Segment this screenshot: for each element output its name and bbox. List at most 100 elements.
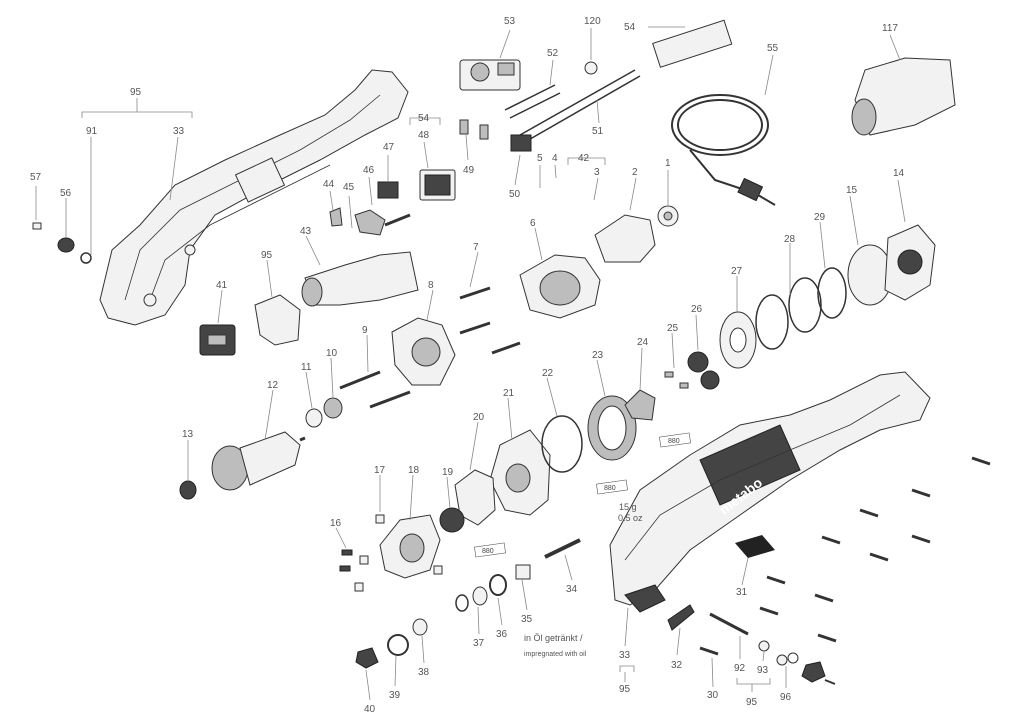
- upper-left-small-parts: [32, 222, 92, 264]
- annotations: 15 g 0.5 oz in Öl getränkt / impregnated…: [524, 502, 643, 658]
- label-18: 18: [408, 465, 420, 476]
- stator-6: [519, 254, 601, 319]
- label-28: 28: [784, 234, 796, 245]
- pins-25: [664, 371, 689, 389]
- label-33-bottom: 33: [619, 650, 631, 661]
- plate-31: [735, 535, 775, 558]
- bearing-13: [179, 480, 197, 500]
- label-14: 14: [893, 168, 905, 179]
- small-fasteners: [339, 514, 443, 592]
- spindle-24: [624, 389, 656, 421]
- label-26: 26: [691, 304, 703, 315]
- brush-holder-2: [594, 214, 656, 263]
- label-42: 42: [578, 153, 590, 164]
- part-41-block: [199, 324, 236, 356]
- label-33-top: 33: [173, 126, 185, 137]
- grease-code-2: 880: [668, 438, 680, 445]
- screws-bottom-right: [699, 456, 991, 685]
- switch-parts: [329, 119, 489, 236]
- discs-27-28-29: [719, 267, 847, 369]
- label-23: 23: [592, 350, 604, 361]
- grease-markers: 880 880 880: [474, 432, 691, 558]
- label-49: 49: [463, 165, 475, 176]
- spindle-parts-35-38: [355, 564, 531, 669]
- label-17: 17: [374, 465, 386, 476]
- label-96: 96: [780, 692, 792, 703]
- label-12: 12: [267, 380, 279, 391]
- label-34: 34: [566, 584, 578, 595]
- label-6: 6: [530, 218, 536, 229]
- part-95-bracket: [254, 294, 301, 346]
- label-25: 25: [667, 323, 679, 334]
- screws-7-9: [339, 286, 521, 409]
- label-91: 91: [86, 126, 98, 137]
- label-57: 57: [30, 172, 42, 183]
- bearing-1: [657, 205, 679, 227]
- part-labels: 57 56 91 95 33 44 45 46 47 48 54 49 53 5…: [30, 16, 905, 715]
- label-3: 3: [594, 167, 600, 178]
- label-51: 51: [592, 126, 604, 137]
- gears-26: [687, 351, 720, 390]
- label-95-bottom-left: 95: [619, 684, 631, 695]
- wedge-32: [667, 604, 695, 631]
- label-117: 117: [882, 23, 898, 34]
- label-24: 24: [637, 337, 649, 348]
- label-95-top: 95: [130, 87, 142, 98]
- label-92: 92: [734, 663, 746, 674]
- label-45: 45: [343, 182, 355, 193]
- label-29: 29: [814, 212, 826, 223]
- gear-housing-21: [489, 429, 551, 516]
- label-40: 40: [364, 704, 376, 715]
- label-9: 9: [362, 325, 368, 336]
- label-4: 4: [552, 153, 558, 164]
- label-38: 38: [418, 667, 430, 678]
- label-53: 53: [504, 16, 516, 27]
- label-39: 39: [389, 690, 401, 701]
- oil-note-en: impregnated with oil: [524, 651, 587, 658]
- battery-pack: [652, 19, 733, 68]
- label-56: 56: [60, 188, 72, 199]
- pinion-19: [439, 507, 465, 533]
- leader-lines: [35, 26, 906, 701]
- grease-amount: 15 g: [619, 502, 637, 512]
- label-36: 36: [496, 629, 508, 640]
- label-47: 47: [383, 142, 395, 153]
- label-15: 15: [846, 185, 858, 196]
- label-21: 21: [503, 388, 515, 399]
- label-22: 22: [542, 368, 554, 379]
- wire-leads: [504, 69, 641, 143]
- grip-sleeve-43: [301, 251, 419, 307]
- o-rings-22-23: [541, 395, 637, 473]
- flange-14-15: [847, 224, 936, 306]
- label-35: 35: [521, 614, 533, 625]
- label-2: 2: [632, 167, 638, 178]
- shaft-34: [544, 538, 581, 559]
- bearings-10-11: [305, 397, 343, 428]
- label-32: 32: [671, 660, 683, 671]
- label-50: 50: [509, 189, 521, 200]
- label-43: 43: [300, 226, 312, 237]
- grease-code-1: 880: [604, 485, 616, 492]
- housing-shell-right: metabo: [609, 371, 931, 613]
- label-93: 93: [757, 665, 769, 676]
- grease-amount-oz: 0.5 oz: [618, 513, 643, 523]
- label-48: 48: [418, 130, 430, 141]
- label-55: 55: [767, 43, 779, 54]
- armature-12: [211, 431, 306, 491]
- label-7: 7: [473, 242, 479, 253]
- housing-shell-left: [99, 69, 409, 326]
- sleeve-117: [851, 57, 956, 136]
- label-5: 5: [537, 153, 543, 164]
- label-31: 31: [736, 587, 748, 598]
- label-95-mid: 95: [261, 250, 273, 261]
- label-11: 11: [301, 362, 312, 373]
- label-52: 52: [547, 48, 559, 59]
- label-10: 10: [326, 348, 338, 359]
- small-electronics: [510, 61, 598, 152]
- gear-cover-18: [379, 514, 441, 579]
- label-13: 13: [182, 429, 194, 440]
- label-8: 8: [428, 280, 434, 291]
- electronic-module: [459, 59, 521, 91]
- label-16: 16: [330, 518, 342, 529]
